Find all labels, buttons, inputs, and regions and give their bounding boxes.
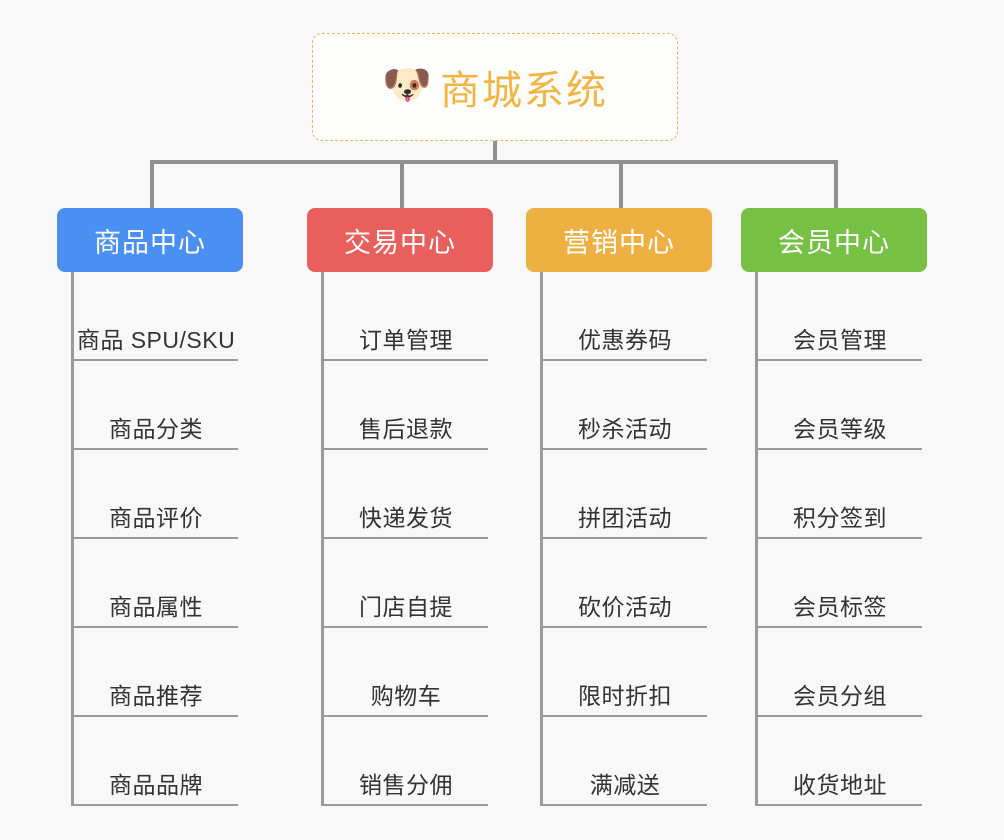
category-header-marketing-center[interactable]: 营销中心	[526, 208, 712, 272]
leaf-label: 商品 SPU/SKU	[76, 327, 236, 353]
leaf-label: 秒杀活动	[578, 416, 672, 442]
leaf-label: 积分签到	[793, 505, 887, 531]
category-header-member-center[interactable]: 会员中心	[741, 208, 927, 272]
leaf-item[interactable]: 会员分组	[758, 628, 922, 717]
branch-trade-center: 交易中心 订单管理 售后退款 快递发货 门店自提 购物车 销售分佣	[307, 208, 493, 806]
leaf-item[interactable]: 积分签到	[758, 450, 922, 539]
leaf-item[interactable]: 拼团活动	[543, 450, 707, 539]
branch-member-center: 会员中心 会员管理 会员等级 积分签到 会员标签 会员分组 收货地址	[741, 208, 927, 806]
leaf-label: 快递发货	[359, 505, 453, 531]
leaf-item[interactable]: 快递发货	[324, 450, 488, 539]
leaf-label: 会员分组	[793, 683, 887, 709]
connector-drop-3	[619, 160, 623, 208]
leaf-item[interactable]: 秒杀活动	[543, 361, 707, 450]
leaf-label: 会员等级	[793, 416, 887, 442]
leaf-list-marketing-center: 优惠券码 秒杀活动 拼团活动 砍价活动 限时折扣 满减送	[540, 272, 712, 806]
connector-drop-2	[400, 160, 404, 208]
leaf-label: 砍价活动	[578, 594, 672, 620]
leaf-item[interactable]: 订单管理	[324, 272, 488, 361]
leaf-label: 门店自提	[359, 594, 453, 620]
leaf-item[interactable]: 满减送	[543, 717, 707, 806]
leaf-label: 会员标签	[793, 594, 887, 620]
leaf-item[interactable]: 门店自提	[324, 539, 488, 628]
leaf-item[interactable]: 购物车	[324, 628, 488, 717]
leaf-label: 订单管理	[359, 327, 453, 353]
leaf-item[interactable]: 会员等级	[758, 361, 922, 450]
category-header-product-center[interactable]: 商品中心	[57, 208, 243, 272]
connector-root-stem	[493, 141, 497, 164]
leaf-item[interactable]: 商品推荐	[74, 628, 238, 717]
leaf-item[interactable]: 砍价活动	[543, 539, 707, 628]
category-label: 营销中心	[563, 227, 675, 258]
leaf-label: 拼团活动	[578, 505, 672, 531]
root-title: 商城系统	[440, 69, 608, 113]
leaf-label: 优惠券码	[578, 327, 672, 353]
leaf-item[interactable]: 销售分佣	[324, 717, 488, 806]
leaf-item[interactable]: 会员管理	[758, 272, 922, 361]
leaf-item[interactable]: 商品评价	[74, 450, 238, 539]
leaf-label: 收货地址	[793, 772, 887, 798]
leaf-label: 满减送	[589, 772, 661, 798]
leaf-label: 购物车	[370, 683, 442, 709]
leaf-item[interactable]: 商品分类	[74, 361, 238, 450]
connector-horizontal-bus	[150, 160, 838, 164]
leaf-label: 商品品牌	[109, 772, 203, 798]
leaf-item[interactable]: 收货地址	[758, 717, 922, 806]
leaf-item[interactable]: 商品 SPU/SKU	[74, 272, 238, 361]
root-node[interactable]: 🐶 商城系统	[312, 33, 678, 141]
leaf-label: 销售分佣	[359, 772, 453, 798]
leaf-item[interactable]: 会员标签	[758, 539, 922, 628]
leaf-list-product-center: 商品 SPU/SKU 商品分类 商品评价 商品属性 商品推荐 商品品牌	[71, 272, 243, 806]
leaf-label: 限时折扣	[578, 683, 672, 709]
leaf-label: 会员管理	[793, 327, 887, 353]
category-label: 商品中心	[94, 227, 206, 258]
leaf-label: 商品分类	[109, 416, 203, 442]
category-label: 会员中心	[778, 227, 890, 258]
branch-product-center: 商品中心 商品 SPU/SKU 商品分类 商品评价 商品属性 商品推荐 商品品牌	[57, 208, 243, 806]
connector-drop-1	[150, 160, 154, 208]
leaf-label: 商品推荐	[109, 683, 203, 709]
category-label: 交易中心	[344, 227, 456, 258]
leaf-item[interactable]: 售后退款	[324, 361, 488, 450]
category-header-trade-center[interactable]: 交易中心	[307, 208, 493, 272]
leaf-item[interactable]: 商品属性	[74, 539, 238, 628]
leaf-item[interactable]: 限时折扣	[543, 628, 707, 717]
shiba-dog-emoji-icon: 🐶	[382, 63, 432, 107]
leaf-label: 售后退款	[359, 416, 453, 442]
connector-drop-4	[834, 160, 838, 208]
branch-marketing-center: 营销中心 优惠券码 秒杀活动 拼团活动 砍价活动 限时折扣 满减送	[526, 208, 712, 806]
leaf-label: 商品属性	[109, 594, 203, 620]
leaf-item[interactable]: 优惠券码	[543, 272, 707, 361]
leaf-label: 商品评价	[109, 505, 203, 531]
leaf-item[interactable]: 商品品牌	[74, 717, 238, 806]
leaf-list-trade-center: 订单管理 售后退款 快递发货 门店自提 购物车 销售分佣	[321, 272, 493, 806]
leaf-list-member-center: 会员管理 会员等级 积分签到 会员标签 会员分组 收货地址	[755, 272, 927, 806]
